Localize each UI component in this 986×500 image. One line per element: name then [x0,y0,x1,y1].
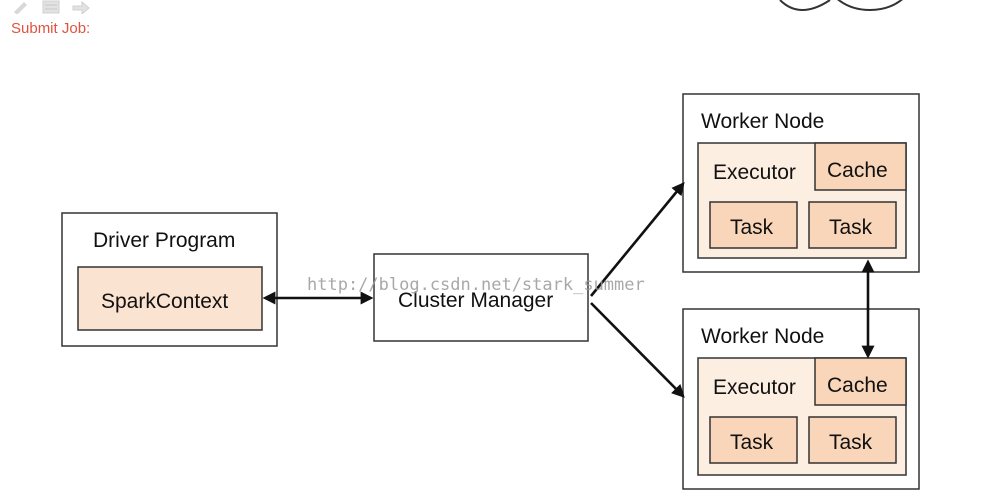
executor-label: Executor [713,161,796,184]
cluster-worker1-arrow [589,181,685,297]
watermark-text: http://blog.csdn.net/stark_summer [307,275,645,295]
cache-box [814,142,907,191]
cluster-worker2-arrow [590,302,685,398]
task-box [808,416,897,464]
task-label: Task [829,431,873,454]
worker-node-1: Worker Node Executor Cache Task Task [682,93,920,273]
worker-node-title: Worker Node [701,325,824,348]
list-icon[interactable] [42,0,60,16]
cache-label: Cache [827,159,888,182]
sparkcontext-box [77,266,263,331]
circle-decoration [779,0,903,11]
toolbar [12,0,90,16]
driver-program-box: Driver Program SparkContext [61,212,278,347]
pencil-icon[interactable] [12,0,30,16]
sparkcontext-label: SparkContext [101,290,228,313]
cluster-manager-label: Cluster Manager [398,289,553,312]
task-box [808,201,897,249]
task-box [709,416,798,464]
executor-label: Executor [713,376,796,399]
cluster-manager-box: Cluster Manager [373,253,589,342]
share-arrow-icon[interactable] [72,0,90,16]
task-box [709,201,798,249]
task-label: Task [730,216,774,239]
worker-node-title: Worker Node [701,110,824,133]
cache-box [814,357,907,406]
task-label: Task [829,216,873,239]
driver-program-title: Driver Program [93,229,235,252]
submit-job-label: Submit Job: [11,20,91,37]
task-label: Task [730,431,774,454]
worker-node-2: Worker Node Executor Cache Task Task [682,308,920,490]
cache-label: Cache [827,374,888,397]
